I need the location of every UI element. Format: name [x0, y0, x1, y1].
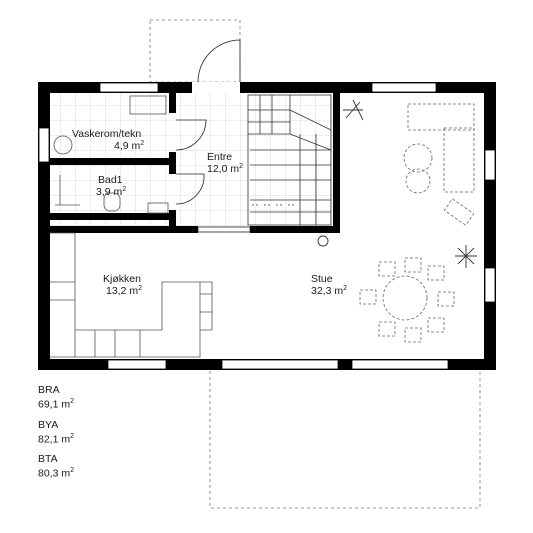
windows — [38, 82, 496, 370]
area-bra: BRA 69,1 m2 — [38, 384, 74, 411]
plant-icon — [317, 99, 477, 268]
room-label-kjokken: Kjøkken — [103, 273, 141, 285]
room-label-entre: Entre — [207, 151, 232, 163]
living-furniture — [359, 103, 475, 343]
area-label: BRA — [38, 384, 60, 396]
area-value: 69,1 m2 — [38, 398, 75, 411]
room-label-stue: Stue — [311, 273, 333, 285]
area-bta: BTA 80,3 m2 — [38, 453, 74, 480]
room-label-vaskerom: Vaskerom/tekn — [72, 128, 141, 140]
bathroom-fixtures — [53, 95, 169, 214]
front-door-opening — [192, 82, 240, 93]
room-area-kjokken: 13,2 m2 — [106, 285, 142, 297]
room-label-bad1: Bad1 — [98, 174, 123, 186]
area-value: 82,1 m2 — [38, 432, 75, 446]
area-label: BYA — [38, 418, 59, 431]
kitchen-counters — [50, 232, 213, 358]
room-area-entre: 12,0 m2 — [207, 163, 243, 175]
area-summary: BRA 69,1 m2 BYA 82,1 m2 BTA 80,3 m2 — [38, 384, 74, 488]
room-area-stue: 32,3 m2 — [311, 285, 347, 297]
area-label: BTA — [38, 453, 58, 465]
doors — [175, 39, 251, 233]
stairs — [247, 94, 332, 226]
room-area-vaskerom: 4,9 m2 — [114, 140, 144, 152]
area-value: 80,3 m2 — [38, 467, 75, 480]
area-bya: BYA 82,1 m2 — [38, 419, 74, 446]
room-area-bad1: 3,9 m2 — [96, 186, 126, 198]
interior-walls — [50, 93, 340, 233]
